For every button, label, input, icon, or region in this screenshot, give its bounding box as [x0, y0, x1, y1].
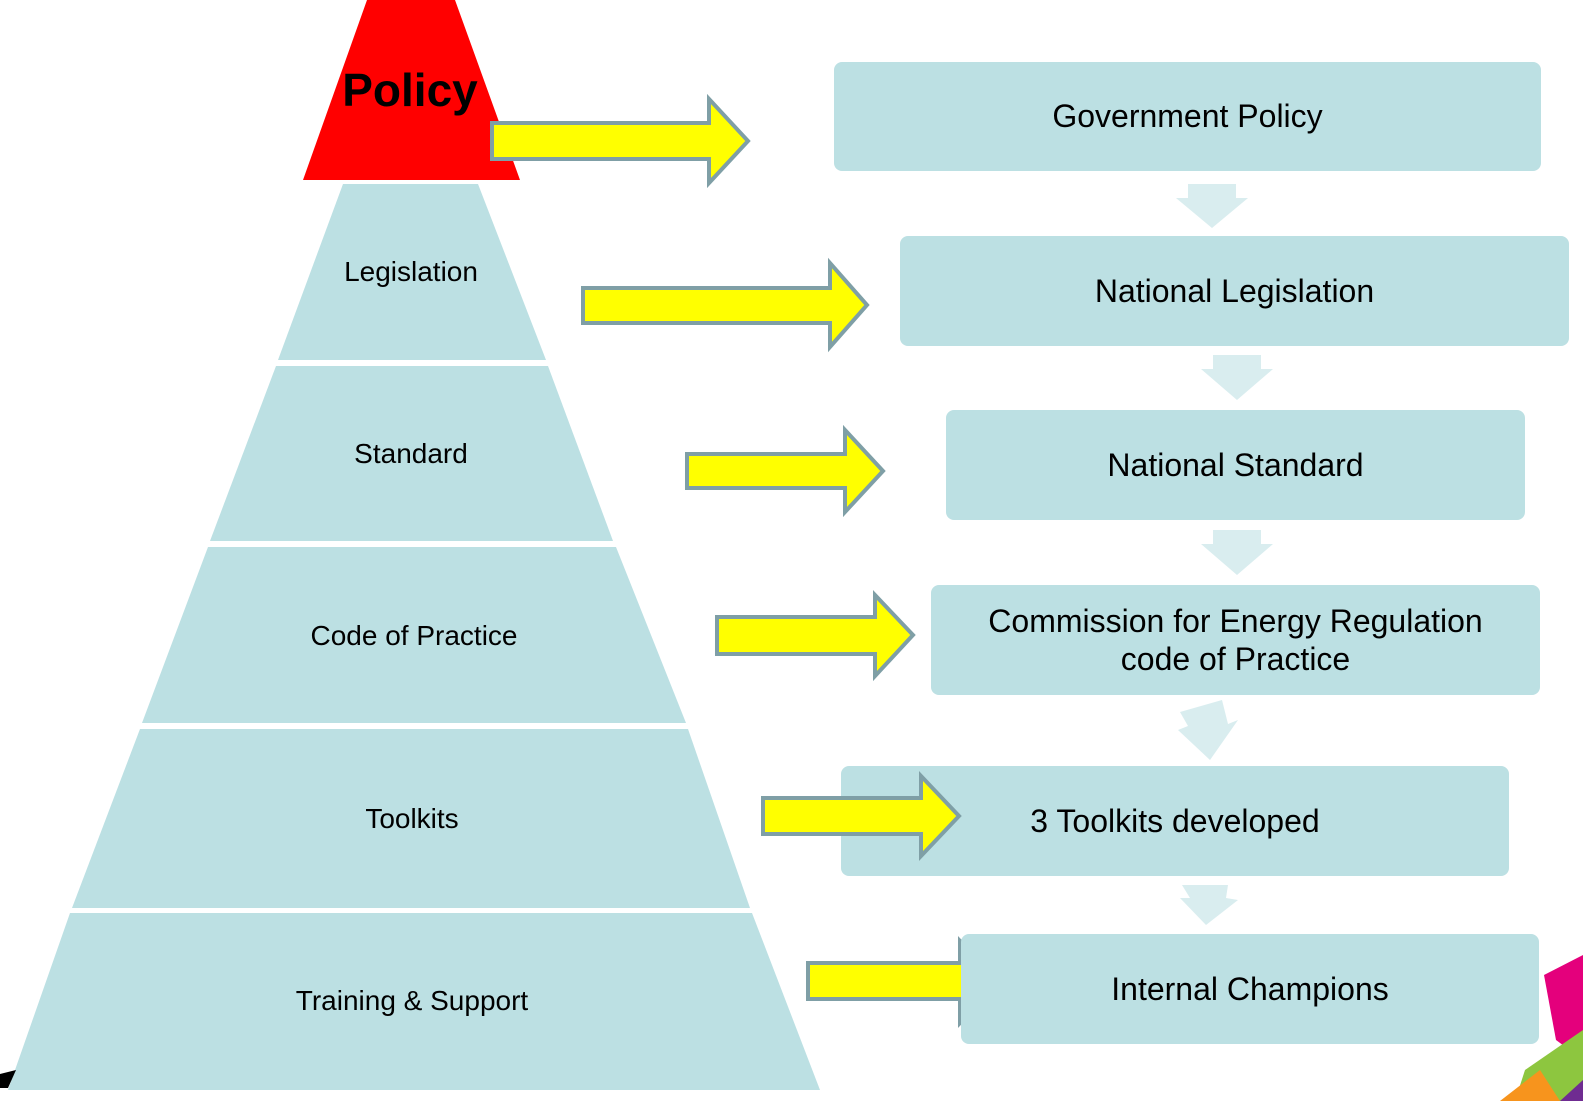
logo-purple-shape [1560, 1080, 1583, 1101]
outcome-national-standard[interactable]: National Standard [946, 410, 1525, 520]
pyramid-level-training[interactable] [8, 913, 820, 1090]
pyramid-level-code-of-practice[interactable] [142, 547, 686, 723]
outcome-label: Internal Champions [1111, 970, 1389, 1007]
pyramid-label-policy: Policy [342, 64, 478, 116]
outcome-toolkits-developed[interactable]: 3 Toolkits developed [841, 766, 1509, 876]
pyramid-label-standard: Standard [354, 438, 468, 469]
connector-arrow [1201, 530, 1273, 575]
outcome-cer-code-of-practice[interactable]: Commission for Energy Regulation code of… [931, 585, 1540, 695]
outcome-label: Government Policy [1052, 98, 1323, 135]
pyramid-level-legislation[interactable] [278, 184, 546, 360]
outcome-internal-champions[interactable]: Internal Champions [961, 934, 1539, 1044]
logo-black-mark [0, 1070, 16, 1088]
logo-orange-shape [1500, 1070, 1560, 1101]
yellow-arrows [490, 93, 1002, 1029]
outcome-national-legislation[interactable]: National Legislation [900, 236, 1569, 346]
arrow-standard [685, 424, 886, 518]
connector-arrow [1180, 885, 1238, 925]
connectors [1176, 184, 1273, 925]
outcome-label-line1: Commission for Energy Regulation [988, 602, 1483, 639]
outcome-government-policy[interactable]: Government Policy [834, 62, 1541, 171]
pyramid-label-toolkits: Toolkits [365, 803, 458, 834]
pyramid-level-standard[interactable] [210, 366, 613, 541]
outcome-label-line2: code of Practice [1120, 641, 1351, 677]
pyramid-level-policy[interactable] [303, 0, 520, 180]
corner-logo [0, 955, 1583, 1101]
pyramid: Policy Legislation Standard Code of Prac… [8, 0, 820, 1090]
pyramid-label-training: Training & Support [296, 985, 529, 1016]
arrow-legislation [581, 257, 870, 353]
pyramid-label-code-of-practice: Code of Practice [311, 620, 518, 651]
pyramid-label-legislation: Legislation [344, 256, 478, 287]
arrow-code-of-practice [715, 589, 916, 682]
connector-arrow [1176, 184, 1248, 228]
outcome-label: 3 Toolkits developed [1030, 802, 1320, 839]
logo-magenta-shape [1544, 955, 1583, 1060]
arrow-policy [490, 93, 751, 189]
connector-arrow [1201, 355, 1273, 400]
outcome-label: National Legislation [1094, 272, 1375, 309]
outcome-label: National Standard [1107, 446, 1364, 483]
pyramid-level-toolkits[interactable] [72, 729, 750, 908]
connector-arrow [1178, 700, 1238, 760]
